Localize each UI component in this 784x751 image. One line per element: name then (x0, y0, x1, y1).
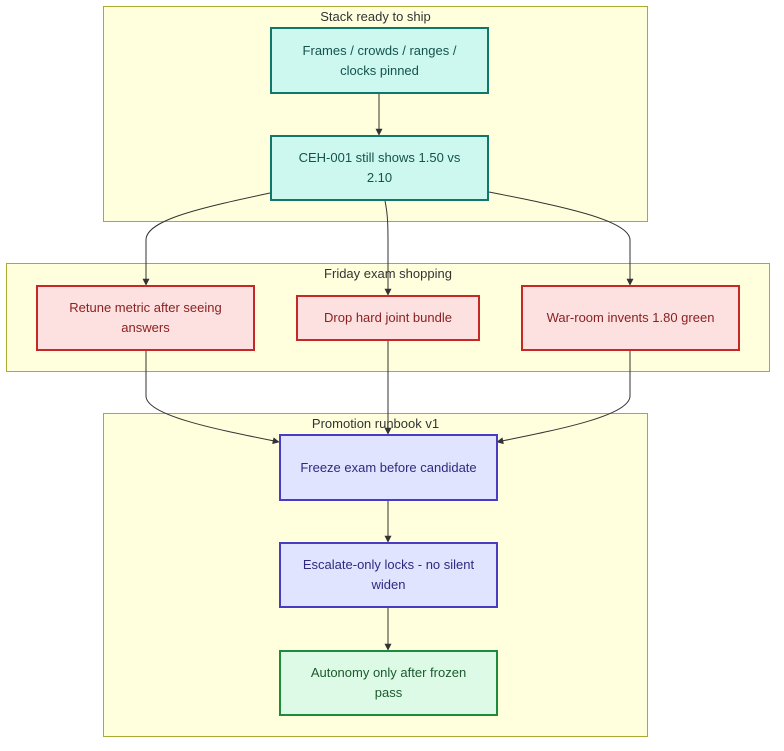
node-warroom-label: War-room invents 1.80 green (546, 310, 715, 325)
node-retune-metric: Retune metric after seeing answers (36, 285, 255, 351)
node-ceh-label: CEH-001 still shows 1.50 vs 2.10 (298, 150, 461, 185)
cluster-title-stack: Stack ready to ship (320, 9, 431, 24)
cluster-title-friday: Friday exam shopping (324, 266, 452, 281)
node-escalate-locks: Escalate-only locks - no silent widen (279, 542, 498, 608)
node-autonomy: Autonomy only after frozen pass (279, 650, 498, 716)
node-frames-label: Frames / crowds / ranges / clocks pinned (302, 42, 457, 78)
cluster-title-runbook: Promotion runbook v1 (311, 416, 440, 431)
node-freeze-exam: Freeze exam before candidate (279, 434, 498, 501)
node-escalate-label: Escalate-only locks - no silent widen (302, 557, 475, 592)
node-drop-label: Drop hard joint bundle (324, 310, 452, 325)
node-autonomy-label: Autonomy only after frozen pass (310, 665, 467, 700)
node-freeze-label: Freeze exam before candidate (300, 459, 477, 475)
node-ceh-001: CEH-001 still shows 1.50 vs 2.10 (270, 135, 489, 201)
node-drop-bundle: Drop hard joint bundle (296, 295, 480, 341)
node-retune-label: Retune metric after seeing answers (69, 300, 222, 335)
node-war-room: War-room invents 1.80 green (521, 285, 740, 351)
node-frames-pinned: Frames / crowds / ranges / clocks pinned (270, 27, 489, 94)
